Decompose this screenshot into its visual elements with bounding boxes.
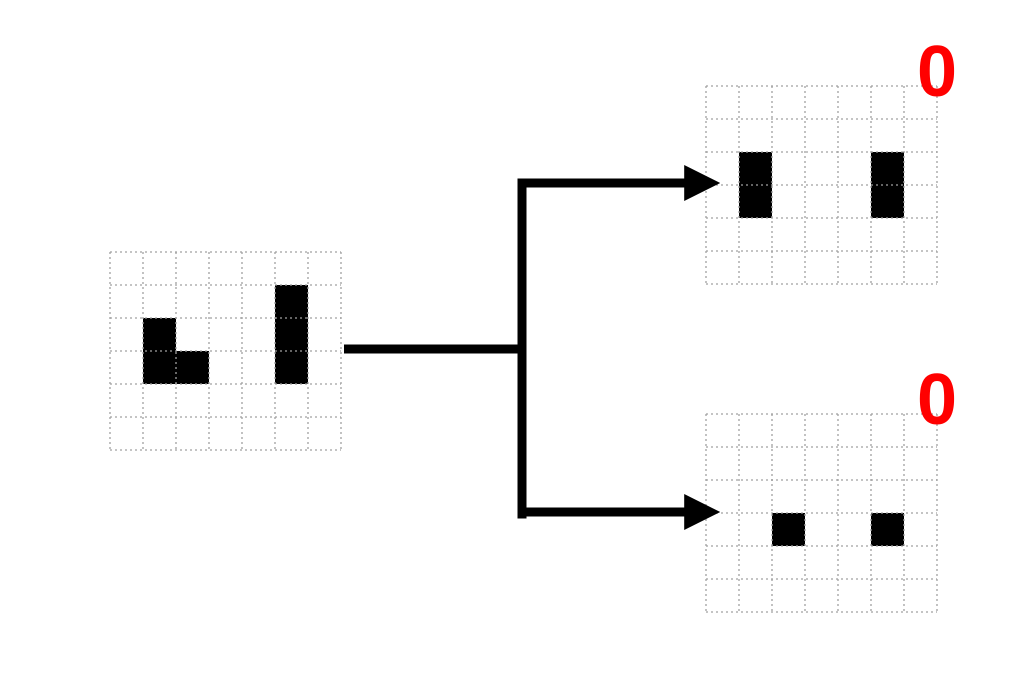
input-filled-cell xyxy=(143,351,176,384)
output-top-filled-cell xyxy=(871,185,904,218)
branch-connector xyxy=(344,165,721,530)
output-top-filled-cell xyxy=(871,152,904,185)
output-grid-bottom xyxy=(705,413,938,613)
output-top-filled-cell xyxy=(739,185,772,218)
input-grid xyxy=(109,251,342,451)
input-filled-cell xyxy=(275,351,308,384)
score-label-bottom: 0 xyxy=(917,360,957,440)
output-bottom-filled-cell xyxy=(871,513,904,546)
input-filled-cell xyxy=(143,318,176,351)
output-bottom-filled-cell xyxy=(772,513,805,546)
score-label-top: 0 xyxy=(917,32,957,112)
input-filled-cell xyxy=(176,351,209,384)
output-grid-top xyxy=(705,85,938,285)
input-filled-cell xyxy=(275,318,308,351)
output-top-filled-cell xyxy=(739,152,772,185)
input-filled-cell xyxy=(275,285,308,318)
